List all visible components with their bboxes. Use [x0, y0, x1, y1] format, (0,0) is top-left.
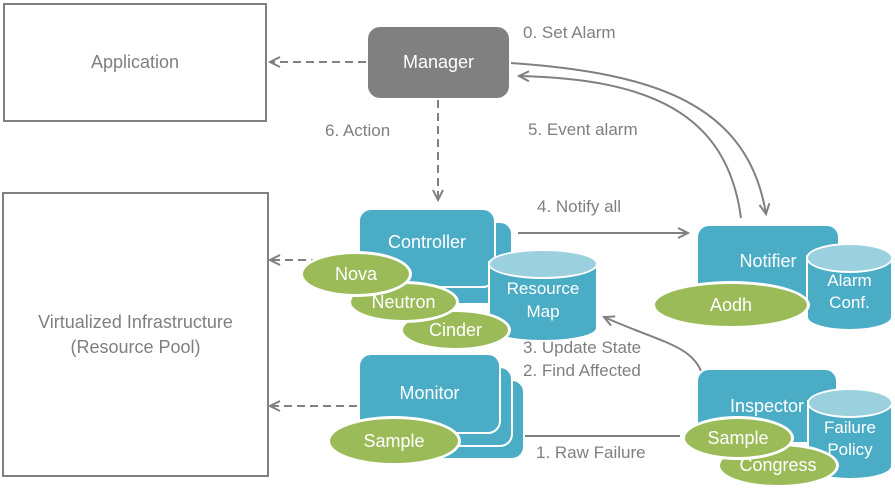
manager-box: Manager	[368, 27, 509, 98]
label-step5-event-alarm: 5. Event alarm	[528, 120, 638, 139]
application-box: Application	[3, 3, 267, 122]
inspector-label: Inspector	[729, 395, 805, 416]
controller-label: Controller	[387, 232, 467, 252]
label-step2-find-affected: 2. Find Affected	[523, 361, 641, 380]
label-step6-action: 6. Action	[325, 121, 391, 140]
label-step1-raw-failure: 1. Raw Failure	[536, 443, 646, 462]
aodh-ellipse: Aodh	[652, 281, 810, 329]
nova-ellipse: Nova	[300, 251, 412, 297]
resource-map-cylinder: Resource Map	[488, 249, 598, 342]
manager-label: Manager	[402, 52, 475, 72]
label-step3-update-state: 3. Update State	[523, 338, 642, 357]
arrow-set-alarm	[510, 62, 766, 214]
monitor-label: Monitor	[399, 383, 460, 403]
monitor-sample-ellipse: Sample	[327, 416, 461, 466]
virtualized-infrastructure-label: Virtualized Infrastructure (Resource Poo…	[38, 312, 233, 357]
label-step4-notify-all: 4. Notify all	[537, 197, 622, 216]
virtualized-infrastructure-box: Virtualized Infrastructure (Resource Poo…	[2, 192, 269, 477]
label-step0-set-alarm: 0. Set Alarm	[523, 23, 616, 42]
resource-map-cylinder-top	[488, 249, 598, 279]
notifier-label: Notifier	[739, 251, 797, 271]
arrow-event-alarm	[519, 76, 742, 219]
arrow-update-state	[604, 317, 702, 372]
inspector-sample-ellipse: Sample	[682, 416, 794, 460]
cinder-ellipse: Cinder	[400, 309, 511, 351]
alarm-conf-cylinder: Alarm Conf.	[806, 243, 893, 331]
failure-policy-cylinder-top	[807, 388, 893, 418]
application-label: Application	[90, 52, 180, 73]
alarm-conf-cylinder-top	[806, 243, 893, 273]
